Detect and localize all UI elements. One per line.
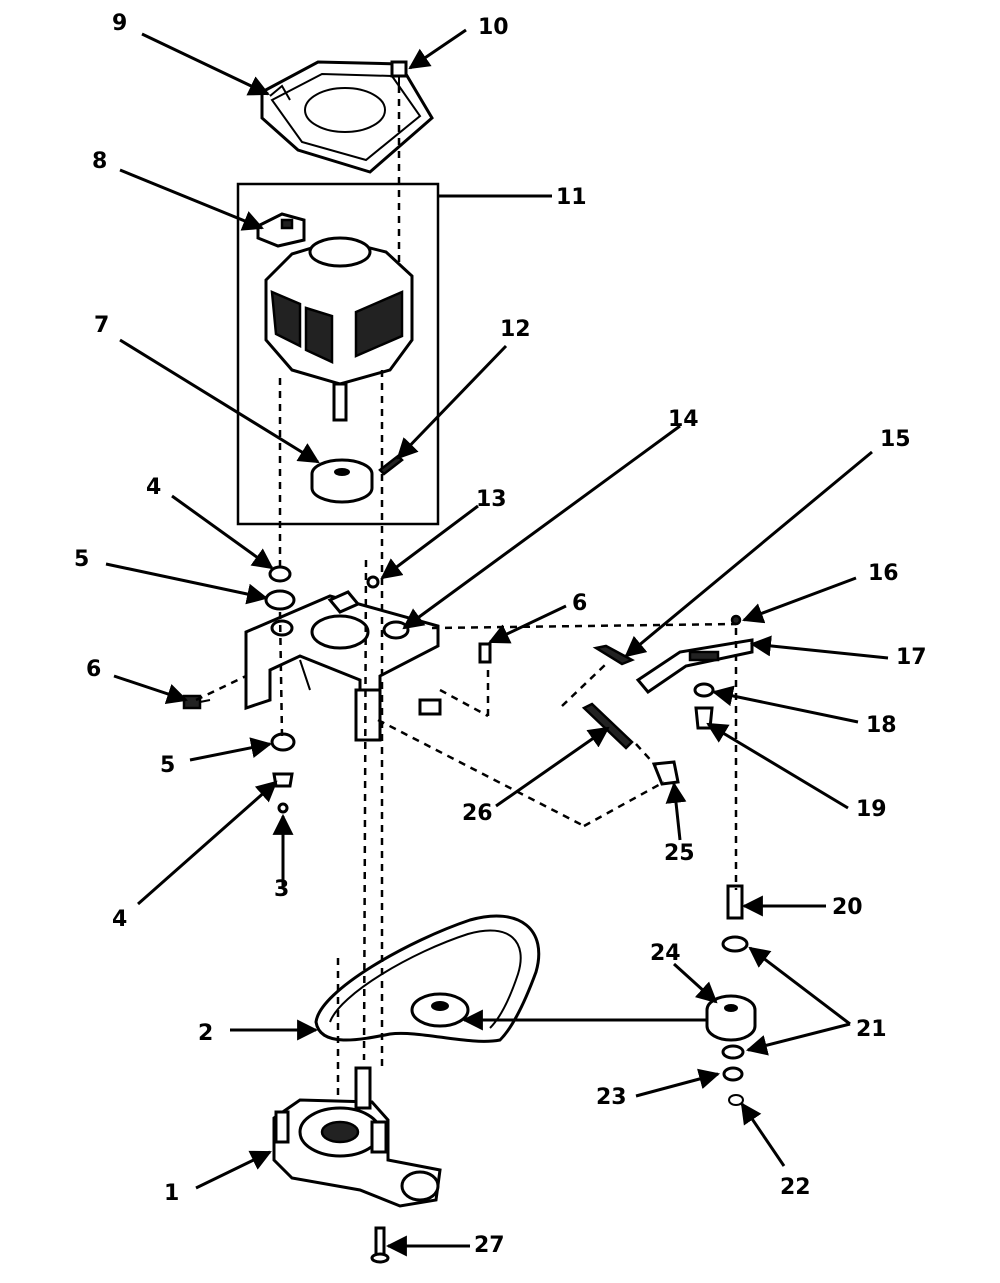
callout-2: 2: [198, 1021, 213, 1046]
callout-27: 27: [474, 1233, 505, 1258]
transmission-part: [272, 1066, 442, 1208]
drive-belt-part: [314, 914, 541, 1043]
lower-mount-washers: [270, 732, 296, 814]
callout-13: 13: [476, 487, 507, 512]
callout-3: 3: [274, 877, 289, 902]
callout-7: 7: [94, 313, 109, 338]
upper-mount-washers: [264, 565, 296, 611]
motor-part: [264, 236, 414, 422]
callout-11: 11: [556, 185, 587, 210]
pivot-pin-part: [726, 884, 744, 920]
screw-part: [390, 60, 408, 86]
callout-15: 15: [880, 427, 911, 452]
linkage-spring-part: [592, 644, 635, 666]
callout-5-top: 5: [74, 547, 89, 572]
callout-26: 26: [462, 801, 493, 826]
motor-mounting-plate-part: [244, 590, 442, 742]
lower-washer-part: [721, 1044, 745, 1060]
callout-6-left: 6: [86, 657, 101, 682]
callout-6-right: 6: [572, 591, 587, 616]
motor-pulley-part: [310, 458, 374, 504]
bushing-part: [693, 682, 715, 698]
spacer-part: [722, 1066, 744, 1082]
callout-25: 25: [664, 841, 695, 866]
callout-14: 14: [668, 407, 699, 432]
callout-5-bottom: 5: [160, 753, 175, 778]
left-bolt-part: [182, 694, 211, 710]
callout-4-top: 4: [146, 475, 161, 500]
callout-23: 23: [596, 1085, 627, 1110]
idler-pulley-part: [705, 994, 757, 1042]
capacitor-bracket-part: [256, 212, 306, 248]
upper-washer-part: [721, 935, 749, 953]
callout-20: 20: [832, 895, 863, 920]
callout-17: 17: [896, 645, 927, 670]
callout-19: 19: [856, 797, 887, 822]
callout-18: 18: [866, 713, 897, 738]
callout-22: 22: [780, 1175, 811, 1200]
alignment-lines: [195, 86, 738, 1100]
callout-labels: 9 10 8 11 7 12 14 15 4 13 5 16 6 17 6 18…: [74, 11, 927, 1258]
callout-10: 10: [478, 15, 509, 40]
right-bolt-part: [478, 642, 492, 664]
leader-lines: [105, 28, 889, 1257]
callout-1: 1: [164, 1181, 179, 1206]
spring-hook-part: [651, 760, 680, 786]
small-washer-part: [366, 575, 380, 589]
motor-assembly-box: [236, 182, 440, 526]
callout-21: 21: [856, 1017, 887, 1042]
callout-16: 16: [868, 561, 899, 586]
tension-spring-part: [581, 702, 634, 750]
retaining-ring-part: [728, 1094, 744, 1106]
callout-24: 24: [650, 941, 681, 966]
motor-cover-part: [260, 60, 434, 174]
motor-spring-part: [378, 454, 404, 476]
callout-8: 8: [92, 149, 107, 174]
callout-4-bottom: 4: [112, 907, 127, 932]
callout-9: 9: [112, 11, 127, 36]
callout-12: 12: [500, 317, 531, 342]
base-bolt-part: [370, 1226, 390, 1264]
